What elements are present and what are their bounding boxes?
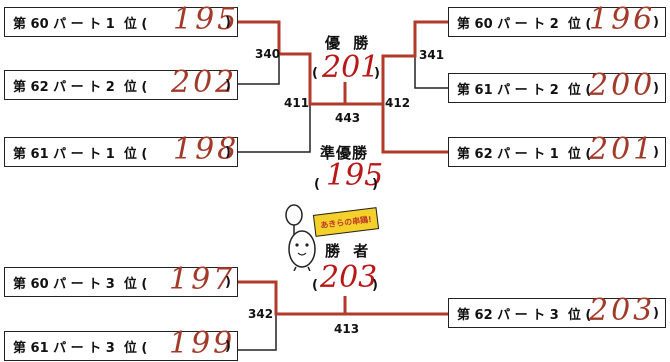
handwritten-score: 197: [169, 262, 236, 297]
match-number: 342: [248, 307, 274, 321]
entry-label: 第 61 パ ー ト 2 位 (: [457, 82, 592, 98]
close-paren: ): [372, 278, 378, 293]
line-e6-win: [381, 104, 448, 154]
close-paren: ): [653, 14, 659, 30]
line-e2: [238, 54, 280, 85]
entry-box-62-part1: 第 62 パ ー ト 1 位 ( 201 ): [448, 132, 666, 167]
handwritten-score: 199: [169, 326, 236, 361]
entry-box-62-part2: 第 62 パ ー ト 2 位 ( 202 ): [4, 65, 238, 100]
match-number: 443: [335, 111, 361, 125]
line-e4-win: [345, 20, 448, 106]
line-e3: [238, 104, 311, 153]
line-e8: [238, 314, 277, 351]
winner-title: 勝 者: [325, 242, 373, 260]
match-number: 412: [385, 96, 411, 110]
close-paren: ): [225, 274, 231, 290]
close-paren: ): [372, 177, 378, 192]
champion-title: 優 勝: [325, 34, 373, 52]
entry-box-61-part2: 第 61 パ ー ト 2 位 ( 200 ): [448, 68, 666, 103]
entry-label: 第 61 パ ー ト 3 位 (: [13, 340, 148, 356]
close-paren: ): [653, 305, 659, 321]
line-e7-win: [238, 280, 345, 316]
entry-label: 第 62 パ ー ト 1 位 (: [457, 146, 592, 162]
handwritten-score: 200: [589, 68, 656, 103]
handwritten-score: 195: [173, 2, 240, 37]
mascot-banner-text: あきらの串鶏!: [319, 214, 373, 230]
winner-score: 203: [320, 260, 378, 295]
match-number: 413: [334, 322, 360, 336]
handwritten-score: 203: [589, 293, 656, 328]
close-paren: ): [374, 66, 380, 81]
handwritten-score: 201: [589, 132, 656, 167]
handwritten-score: 202: [171, 65, 238, 100]
open-paren: (: [312, 278, 318, 293]
runner-up-title: 準優勝: [320, 144, 369, 162]
open-paren: (: [314, 177, 320, 192]
entry-label: 第 61 パ ー ト 1 位 (: [13, 146, 148, 162]
entry-box-60-part3: 第 60 パ ー ト 3 位 ( 197 ): [4, 262, 238, 297]
close-paren: ): [653, 80, 659, 96]
handwritten-score: 198: [173, 132, 240, 167]
runner-up-score: 195: [326, 158, 384, 193]
match-number: 340: [255, 47, 281, 61]
handwritten-score: 196: [589, 2, 656, 37]
entry-box-60-part1: 第 60 パ ー ト 1 位 ( 195 ): [4, 2, 238, 37]
close-paren: ): [225, 338, 231, 354]
entry-label: 第 62 パ ー ト 3 位 (: [457, 307, 592, 323]
open-paren: (: [312, 66, 318, 81]
close-paren: ): [225, 77, 231, 93]
match-number: 411: [284, 96, 310, 110]
line-e5: [414, 56, 448, 89]
entry-box-61-part1: 第 61 パ ー ト 1 位 ( 198 ): [4, 132, 238, 167]
line-e9-win: [343, 296, 448, 316]
entry-box-62-part3: 第 62 パ ー ト 3 位 ( 203 ): [448, 293, 666, 328]
entry-label: 第 60 パ ー ト 2 位 (: [457, 16, 592, 32]
match-number: 341: [419, 48, 445, 62]
entry-box-61-part3: 第 61 パ ー ト 3 位 ( 199 ): [4, 326, 238, 361]
close-paren: ): [225, 14, 231, 30]
close-paren: ): [653, 144, 659, 160]
champion-score: 201: [322, 50, 380, 85]
entry-label: 第 60 パ ー ト 3 位 (: [13, 276, 148, 292]
entry-label: 第 60 パ ー ト 1 位 (: [13, 16, 148, 32]
mascot-illustration: [285, 204, 316, 271]
entry-label: 第 62 パ ー ト 2 位 (: [13, 79, 148, 95]
entry-box-60-part2: 第 60 パ ー ト 2 位 ( 196 ): [448, 2, 666, 37]
close-paren: ): [225, 144, 231, 160]
